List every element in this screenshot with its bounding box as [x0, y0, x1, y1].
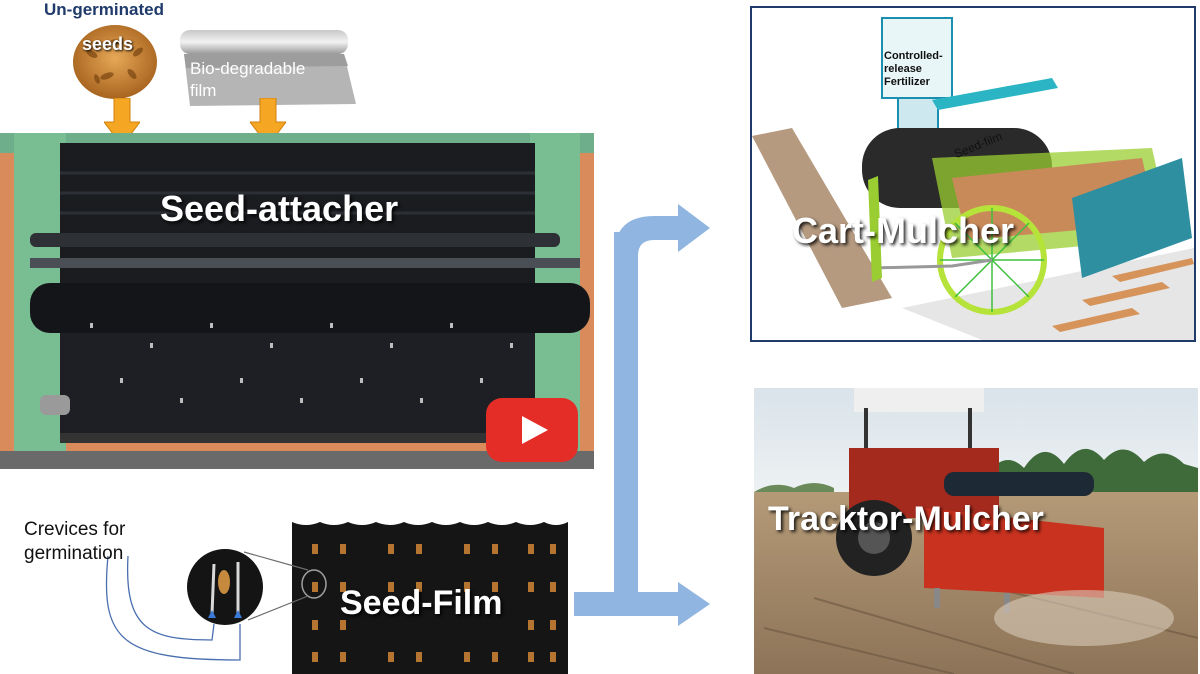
hopper-label-line3: Fertilizer	[884, 76, 930, 88]
seeds-image	[72, 24, 158, 100]
crevices-line2: germination	[24, 543, 124, 564]
film-label-line1: Bio-degradable	[190, 59, 306, 78]
cart-mulcher-panel	[750, 6, 1196, 342]
tractor-mulcher-title: Tracktor-Mulcher	[768, 500, 1044, 538]
callout-lines	[0, 500, 340, 674]
hopper-label-line1: Controlled-	[884, 50, 943, 62]
crevices-line1: Crevices for	[24, 519, 126, 540]
crevices-callout: Crevices for germination	[24, 518, 125, 566]
flow-arrows	[570, 196, 710, 636]
seed-film-title: Seed-Film	[340, 584, 503, 622]
ungerminated-label: Un-germinated	[44, 0, 164, 19]
film-roll-image	[176, 26, 356, 106]
seeds-label: seeds	[82, 34, 134, 54]
play-icon	[522, 416, 548, 444]
film-label: Bio-degradable film	[190, 58, 305, 102]
hopper-label: Controlled- release Fertilizer	[884, 50, 943, 89]
film-label-line2: film	[190, 81, 217, 100]
hopper-label-line2: release	[884, 63, 922, 75]
tractor-mulcher-photo	[754, 388, 1198, 674]
cart-mulcher-title: Cart-Mulcher	[792, 210, 1015, 251]
seed-attacher-photo	[0, 133, 594, 469]
seed-attacher-title: Seed-attacher	[160, 188, 399, 229]
zoom-circle	[186, 548, 264, 626]
seed-film-image	[292, 522, 568, 674]
youtube-play-button[interactable]	[486, 398, 578, 462]
